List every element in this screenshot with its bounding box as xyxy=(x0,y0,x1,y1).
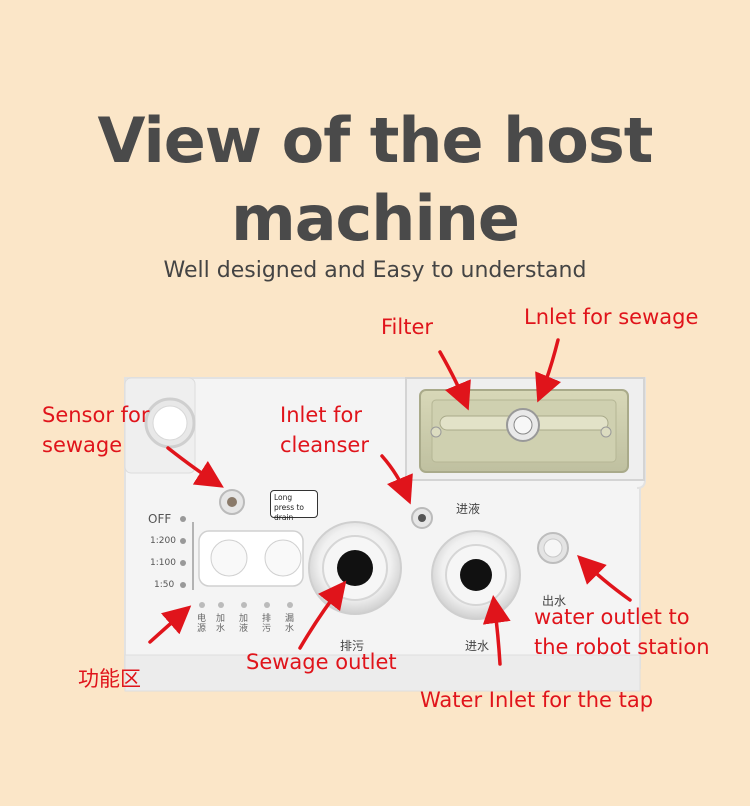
mounting-hole xyxy=(144,397,196,449)
arrow-water-outlet xyxy=(577,555,632,602)
scale-indicator xyxy=(180,516,194,590)
water-outlet-nozzle xyxy=(537,532,569,564)
port-label-sewage: 排污 xyxy=(340,639,365,653)
label-water-outlet-line1: water outlet to xyxy=(534,605,690,629)
function-label-leak: 漏水 xyxy=(285,614,295,634)
function-label-add-water: 加水 xyxy=(216,614,226,634)
annotation-arrows xyxy=(148,338,632,666)
filter-compartment xyxy=(405,377,645,481)
water-inlet-port xyxy=(431,530,521,620)
scale-label-200: 1:200 xyxy=(150,536,176,546)
arrow-filter xyxy=(438,350,471,411)
arrow-sensor xyxy=(166,446,224,488)
arrow-inlet-sewage xyxy=(535,338,561,403)
long-press-hint: Long press to drain xyxy=(270,490,318,522)
button-panel xyxy=(198,530,304,587)
label-sensor-line2: sewage xyxy=(42,433,123,457)
arrow-water-inlet xyxy=(482,595,511,666)
page-title-line1: View of the host xyxy=(97,104,654,177)
sewage-outlet-port xyxy=(308,521,402,615)
port-label-inlet-liquid: 进液 xyxy=(456,502,481,516)
port-label-water-in: 进水 xyxy=(465,639,490,653)
port-label-water-out: 出水 xyxy=(542,594,567,608)
indicator-leds xyxy=(199,602,293,608)
label-function-area: 功能区 xyxy=(78,667,141,691)
page-title-line2: machine xyxy=(231,182,520,255)
scale-label-100: 1:100 xyxy=(150,558,176,568)
label-inlet-sewage: Lnlet for sewage xyxy=(524,305,699,329)
page-subtitle: Well designed and Easy to understand xyxy=(163,258,587,283)
scale-label-50: 1:50 xyxy=(154,580,175,590)
arrow-function-area xyxy=(148,605,192,644)
label-cleanser-line1: Inlet for xyxy=(280,403,363,427)
label-water-inlet-tap: Water Inlet for the tap xyxy=(420,688,654,712)
arrow-cleanser xyxy=(380,454,413,505)
function-label-add-liquid: 加液 xyxy=(239,614,249,634)
label-sewage-outlet: Sewage outlet xyxy=(246,650,397,674)
label-sensor-line1: Sensor for xyxy=(42,403,150,427)
sewage-sensor-port xyxy=(219,489,245,515)
function-label-power: 电源 xyxy=(197,614,207,634)
arrow-sewage-outlet xyxy=(298,580,347,650)
label-water-outlet-line2: the robot station xyxy=(534,635,710,659)
scale-label-off: OFF xyxy=(148,512,172,526)
label-filter: Filter xyxy=(381,315,434,339)
cleanser-inlet-port xyxy=(411,507,433,529)
function-label-drain: 排污 xyxy=(262,614,272,634)
label-cleanser-line2: cleanser xyxy=(280,433,369,457)
